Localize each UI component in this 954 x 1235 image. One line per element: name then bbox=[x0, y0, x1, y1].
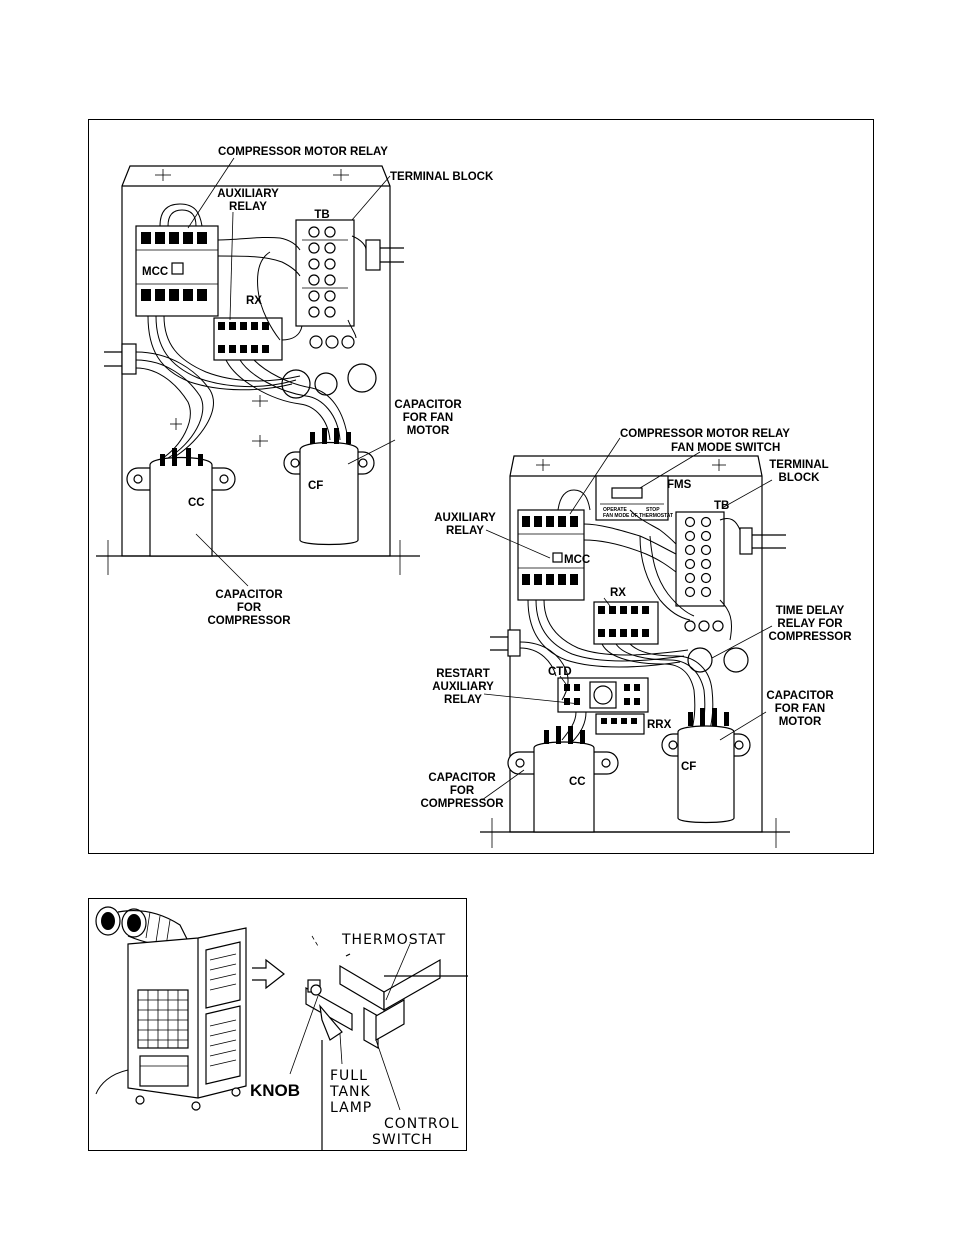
left-control-box: COMPRESSOR MOTOR RELAY TERMINAL BLOCK AU… bbox=[96, 146, 494, 627]
right-label-capacitor-compressor-line2: FOR bbox=[450, 785, 475, 797]
right-label-fan-mode-switch: FAN MODE SWITCH bbox=[671, 442, 780, 454]
left-label-rx: RX bbox=[246, 295, 262, 307]
label-full-tank-lamp-line1: FULL bbox=[330, 1068, 368, 1084]
left-label-capacitor-fan-line1: CAPACITOR bbox=[394, 399, 462, 411]
left-label-cc: CC bbox=[188, 497, 205, 509]
right-label-rx: RX bbox=[610, 587, 626, 599]
fms-plate-operate: OPERATE bbox=[603, 507, 627, 513]
right-label-mcc: MCC bbox=[564, 554, 590, 566]
label-knob: KNOB bbox=[250, 1081, 300, 1100]
right-label-cf: CF bbox=[681, 761, 696, 773]
right-label-ctd: CTD bbox=[548, 666, 572, 678]
portable-ac-unit-illustration bbox=[95, 906, 285, 1111]
left-label-tb: TB bbox=[314, 209, 329, 221]
right-label-cc: CC bbox=[569, 776, 586, 788]
label-thermostat: THERMOSTAT bbox=[341, 932, 446, 948]
left-label-auxiliary-relay-line1: AUXILIARY bbox=[217, 188, 279, 200]
right-label-auxiliary-relay-line2: RELAY bbox=[446, 525, 484, 537]
right-label-time-delay-line3: COMPRESSOR bbox=[768, 631, 852, 643]
right-label-capacitor-fan-line2: FOR FAN bbox=[775, 703, 825, 715]
right-label-auxiliary-relay-line1: AUXILIARY bbox=[434, 512, 496, 524]
left-label-terminal-block: TERMINAL BLOCK bbox=[390, 171, 494, 183]
left-label-capacitor-compressor-line1: CAPACITOR bbox=[215, 589, 283, 601]
thermostat-detail-illustration: THERMOSTAT KNOB FULL TANK LAMP CONTROL S… bbox=[250, 932, 468, 1150]
label-control-switch-line2: SWITCH bbox=[372, 1132, 433, 1148]
right-label-time-delay-line2: RELAY FOR bbox=[777, 618, 843, 630]
label-full-tank-lamp-line2: TANK bbox=[329, 1084, 371, 1100]
left-label-capacitor-fan-line3: MOTOR bbox=[407, 425, 450, 437]
right-control-box: OPERATE STOP FAN MODE OF THERMOSTAT bbox=[420, 428, 852, 848]
left-label-compressor-motor-relay: COMPRESSOR MOTOR RELAY bbox=[218, 146, 388, 158]
left-label-capacitor-compressor-line2: FOR bbox=[237, 602, 262, 614]
fms-plate-stop: STOP bbox=[646, 507, 660, 513]
left-label-mcc: MCC bbox=[142, 266, 168, 278]
left-cf-capacitor bbox=[283, 428, 375, 546]
left-label-capacitor-compressor-line3: COMPRESSOR bbox=[207, 615, 291, 627]
left-label-cf: CF bbox=[308, 480, 323, 492]
right-label-restart-line2: AUXILIARY bbox=[432, 681, 494, 693]
right-label-capacitor-compressor-line1: CAPACITOR bbox=[428, 772, 496, 784]
right-label-capacitor-fan-line3: MOTOR bbox=[779, 716, 822, 728]
left-cc-capacitor bbox=[126, 448, 236, 557]
right-label-capacitor-fan-line1: CAPACITOR bbox=[766, 690, 834, 702]
right-label-tb: TB bbox=[714, 500, 729, 512]
right-label-terminal-block-line1: TERMINAL bbox=[769, 459, 828, 471]
left-label-auxiliary-relay-line2: RELAY bbox=[229, 201, 267, 213]
right-label-restart-line1: RESTART bbox=[436, 668, 489, 680]
right-label-capacitor-compressor-line3: COMPRESSOR bbox=[420, 798, 504, 810]
fms-plate-fan-mode: FAN MODE OF THERMOSTAT bbox=[603, 513, 673, 519]
label-full-tank-lamp-line3: LAMP bbox=[330, 1100, 372, 1116]
left-label-capacitor-fan-line2: FOR FAN bbox=[403, 412, 453, 424]
right-label-compressor-motor-relay: COMPRESSOR MOTOR RELAY bbox=[620, 428, 790, 440]
right-cf-capacitor bbox=[661, 708, 751, 824]
right-label-rrx: RRX bbox=[647, 719, 672, 731]
label-control-switch-line1: CONTROL bbox=[384, 1116, 459, 1132]
right-label-time-delay-line1: TIME DELAY bbox=[776, 605, 845, 617]
right-label-restart-line3: RELAY bbox=[444, 694, 482, 706]
right-label-terminal-block-line2: BLOCK bbox=[779, 472, 821, 484]
right-cc-capacitor bbox=[507, 726, 619, 833]
right-label-fms: FMS bbox=[667, 479, 692, 491]
